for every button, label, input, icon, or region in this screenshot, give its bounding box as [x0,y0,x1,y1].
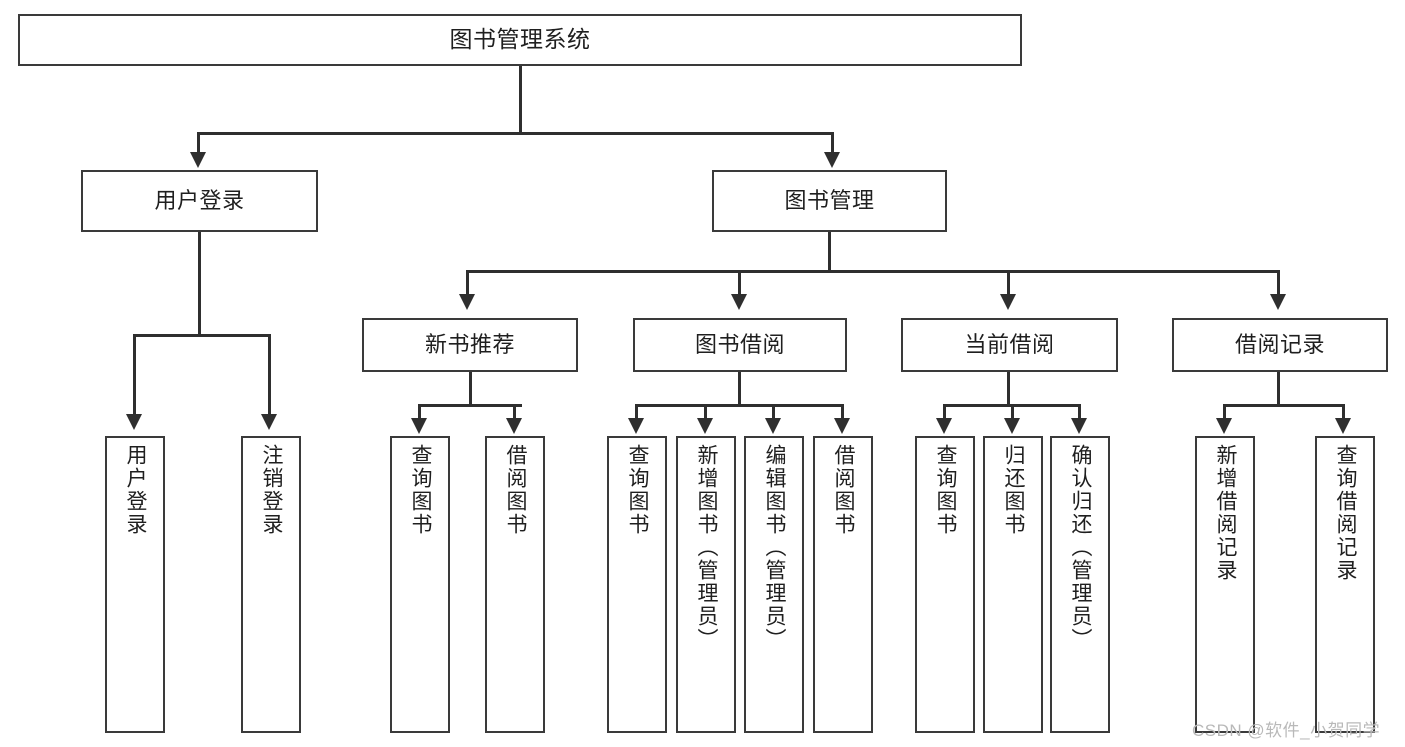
arrowhead-leaf-logout [261,414,277,430]
node-label: 归还图书 [1002,444,1026,536]
connector-cb-child-3 [1078,404,1081,420]
leaf-return-book[interactable]: 归还图书 [983,436,1043,733]
connector-nbr-bar [418,404,522,407]
connector-user-login-child-1 [133,334,136,416]
arrowhead-book-borrow [731,294,747,310]
connector-br-child-2 [1342,404,1345,420]
connector-bb-child-2 [704,404,707,420]
connector-bm-child-3 [1007,270,1010,296]
leaf-logout[interactable]: 注销登录 [241,436,301,733]
connector-bm-child-1 [466,270,469,296]
leaf-query-borrow-record[interactable]: 查询借阅记录 [1315,436,1375,733]
connector-bb-stem [738,372,741,406]
node-label: 新增图书（管理员） [695,444,719,651]
arrowhead-current-borrow [1000,294,1016,310]
leaf-query-book-current[interactable]: 查询图书 [915,436,975,733]
connector-br-child-1 [1223,404,1226,420]
connector-book-management-bar [466,270,1280,273]
connector-bm-child-2 [738,270,741,296]
connector-bb-bar [635,404,844,407]
node-label: 查询图书 [934,444,958,536]
node-label: 借阅记录 [1234,332,1325,358]
connector-nbr-child-2 [513,404,516,420]
arrowhead-bb-leaf-3 [765,418,781,434]
node-book-management[interactable]: 图书管理 [712,170,947,232]
connector-bb-child-1 [635,404,638,420]
node-label: 查询借阅记录 [1334,444,1358,582]
node-label: 用户登录 [124,444,148,536]
node-label: 用户登录 [154,188,245,214]
arrowhead-cb-leaf-3 [1071,418,1087,434]
arrowhead-borrow-record [1270,294,1286,310]
node-book-borrow[interactable]: 图书借阅 [633,318,847,372]
connector-br-stem [1277,372,1280,406]
arrowhead-bb-leaf-2 [697,418,713,434]
arrowhead-br-leaf-2 [1335,418,1351,434]
arrowhead-nbr-leaf-1 [411,418,427,434]
node-label: 图书管理 [784,188,875,214]
leaf-query-book-borrow[interactable]: 查询图书 [607,436,667,733]
connector-root-to-book-management [831,132,834,154]
node-label: 查询图书 [626,444,650,536]
node-label: 新书推荐 [424,332,515,358]
arrowhead-nbr-leaf-2 [506,418,522,434]
node-label: 借阅图书 [504,444,528,536]
node-label: 新增借阅记录 [1214,444,1238,582]
node-borrow-record[interactable]: 借阅记录 [1172,318,1388,372]
connector-cb-child-2 [1011,404,1014,420]
connector-root-stem [519,66,522,134]
connector-nbr-stem [469,372,472,406]
arrowhead-new-book-recommend [459,294,475,310]
arrowhead-bb-leaf-1 [628,418,644,434]
arrowhead-leaf-user-login [126,414,142,430]
connector-cb-stem [1007,372,1010,406]
leaf-borrow-book-recommend[interactable]: 借阅图书 [485,436,545,733]
connector-user-login-bar [133,334,271,337]
node-label: 注销登录 [260,444,284,536]
leaf-add-book-admin[interactable]: 新增图书（管理员） [676,436,736,733]
connector-br-bar [1223,404,1345,407]
leaf-edit-book-admin[interactable]: 编辑图书（管理员） [744,436,804,733]
arrowhead-cb-leaf-2 [1004,418,1020,434]
connector-bm-child-4 [1277,270,1280,296]
leaf-add-borrow-record[interactable]: 新增借阅记录 [1195,436,1255,733]
node-label: 图书管理系统 [449,26,591,53]
node-current-borrow[interactable]: 当前借阅 [901,318,1118,372]
node-label: 当前借阅 [964,332,1055,358]
connector-nbr-child-1 [418,404,421,420]
leaf-confirm-return-admin[interactable]: 确认归还（管理员） [1050,436,1110,733]
connector-user-login-child-2 [268,334,271,416]
connector-root-bar [197,132,834,135]
node-label: 图书借阅 [694,332,785,358]
leaf-query-book-recommend[interactable]: 查询图书 [390,436,450,733]
arrowhead-br-leaf-1 [1216,418,1232,434]
node-user-login[interactable]: 用户登录 [81,170,318,232]
connector-bb-child-3 [772,404,775,420]
connector-user-login-stem [198,232,201,336]
node-new-book-recommend[interactable]: 新书推荐 [362,318,578,372]
node-label: 查询图书 [409,444,433,536]
connector-cb-child-1 [943,404,946,420]
leaf-borrow-book[interactable]: 借阅图书 [813,436,873,733]
connector-book-management-stem [828,232,831,272]
leaf-user-login[interactable]: 用户登录 [105,436,165,733]
node-label: 编辑图书（管理员） [763,444,787,651]
node-label: 确认归还（管理员） [1069,444,1093,651]
watermark: CSDN @软件_小贺同学 [1192,721,1381,740]
connector-root-to-user-login [197,132,200,154]
connector-bb-child-4 [841,404,844,420]
arrowhead-user-login [190,152,206,168]
node-label: 借阅图书 [832,444,856,536]
node-root-book-management-system[interactable]: 图书管理系统 [18,14,1022,66]
arrowhead-cb-leaf-1 [936,418,952,434]
arrowhead-book-management [824,152,840,168]
arrowhead-bb-leaf-4 [834,418,850,434]
